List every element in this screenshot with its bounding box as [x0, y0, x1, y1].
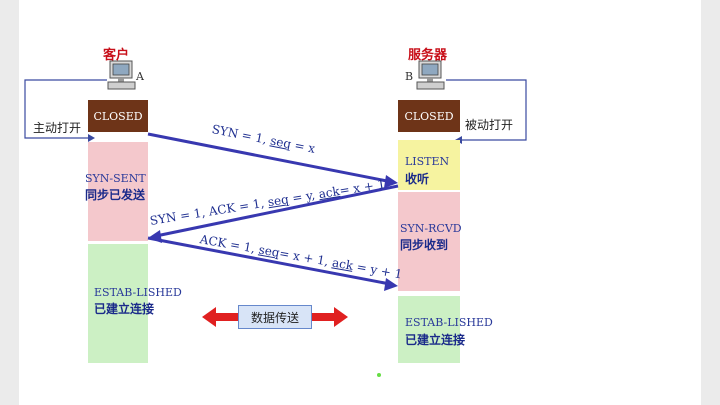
server-computer-icon [416, 60, 445, 90]
server-syn-rcvd-label: SYN-RCVD [400, 222, 462, 235]
ack-arrowhead [384, 278, 398, 291]
left-margin-bar [0, 0, 19, 405]
client-syn-sent-label: SYN-SENT [85, 172, 146, 185]
transfer-label: 数据传送 [238, 305, 312, 329]
client-open-label: 主动打开 [33, 121, 82, 135]
syn-arrowhead [384, 175, 398, 188]
server-closed-box: CLOSED [398, 100, 460, 132]
server-listen-label: LISTEN [405, 155, 450, 168]
server-established-zh: 已建立连接 [405, 333, 466, 347]
server-open-label: 被动打开 [465, 118, 514, 132]
client-computer-icon [107, 60, 136, 90]
server-title: 服务器 [408, 48, 448, 63]
client-closed-box: CLOSED [88, 100, 148, 132]
client-established-box [88, 244, 148, 363]
server-listen-box [398, 140, 460, 190]
server-listen-zh: 收听 [405, 172, 430, 186]
server-established-box [398, 296, 460, 363]
client-established-zh: 已建立连接 [94, 302, 155, 316]
client-syn-sent-box [88, 142, 148, 241]
client-title: 客户 [103, 48, 130, 63]
client-host-label: A [136, 70, 144, 83]
server-syn-rcvd-zh: 同步收到 [400, 238, 449, 252]
client-syn-sent-zh: 同步已发送 [85, 188, 146, 202]
server-host-label: B [405, 70, 414, 83]
server-syn-rcvd-box [398, 192, 460, 291]
green-dot [377, 373, 381, 377]
client-established-label: ESTAB-LISHED [94, 286, 182, 299]
right-margin-bar [701, 0, 720, 405]
server-established-label: ESTAB-LISHED [405, 316, 493, 329]
